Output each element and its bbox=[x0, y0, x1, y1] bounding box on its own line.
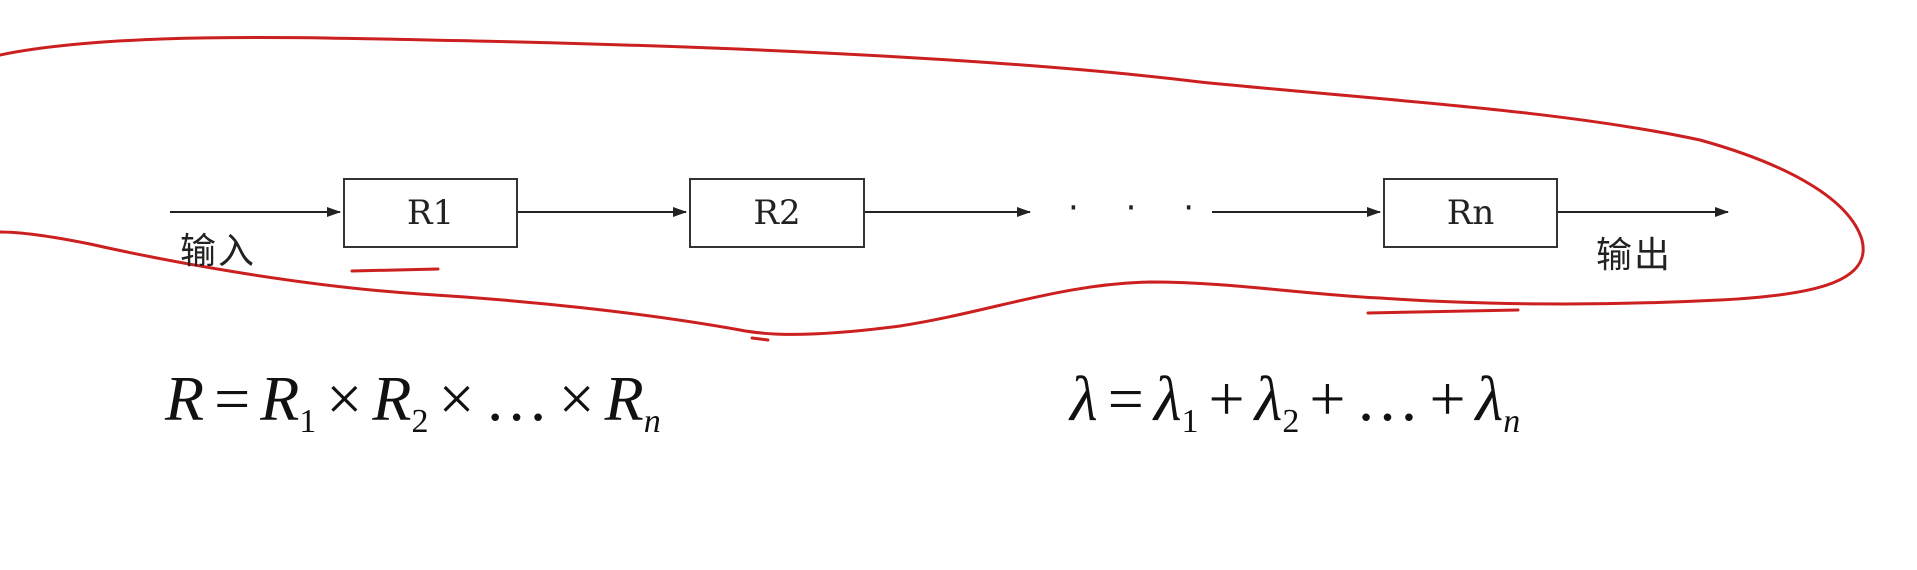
annotation-loop bbox=[0, 36, 1865, 336]
formula-equals: = bbox=[1107, 363, 1144, 434]
formula-lhs: R bbox=[165, 363, 205, 434]
formula-term-n-sub: n bbox=[643, 403, 661, 440]
middle-underline bbox=[750, 336, 770, 342]
formula-operator: + bbox=[1208, 363, 1245, 434]
r1-underline bbox=[350, 267, 440, 273]
input-label: 输入 bbox=[180, 231, 257, 272]
formula-term-1-sub: 1 bbox=[1181, 403, 1199, 440]
formula-ellipsis: … bbox=[1355, 363, 1420, 434]
formula-term-1-sub: 1 bbox=[299, 403, 317, 440]
formula-operator: × bbox=[558, 363, 595, 434]
block-r2: R2 bbox=[689, 178, 865, 248]
block-rn: Rn bbox=[1383, 178, 1558, 248]
formula-equals: = bbox=[214, 363, 251, 434]
formula-operator: + bbox=[1429, 363, 1466, 434]
reliability-formula: R=R1×R2×…×Rn bbox=[165, 362, 661, 441]
output-label: 输出 bbox=[1596, 235, 1673, 276]
formula-operator: × bbox=[326, 363, 363, 434]
formula-ellipsis: … bbox=[484, 363, 549, 434]
formula-term-2-sub: 2 bbox=[411, 403, 429, 440]
formula-operator: × bbox=[438, 363, 475, 434]
formula-term-2: R bbox=[372, 363, 412, 434]
formula-term-n: λ bbox=[1475, 363, 1504, 434]
formula-term-n-sub: n bbox=[1503, 403, 1521, 440]
failure-rate-formula: λ=λ1+λ2+…+λn bbox=[1070, 362, 1520, 441]
formula-term-2: λ bbox=[1254, 363, 1283, 434]
formula-term-1: λ bbox=[1153, 363, 1182, 434]
formula-term-2-sub: 2 bbox=[1282, 403, 1300, 440]
formula-lhs: λ bbox=[1070, 363, 1098, 434]
formula-term-n: R bbox=[604, 363, 644, 434]
block-r1: R1 bbox=[343, 178, 518, 248]
rn-underline bbox=[1366, 308, 1520, 315]
ellipsis: · · · bbox=[1068, 188, 1213, 228]
formula-operator: + bbox=[1309, 363, 1346, 434]
formula-term-1: R bbox=[260, 363, 300, 434]
